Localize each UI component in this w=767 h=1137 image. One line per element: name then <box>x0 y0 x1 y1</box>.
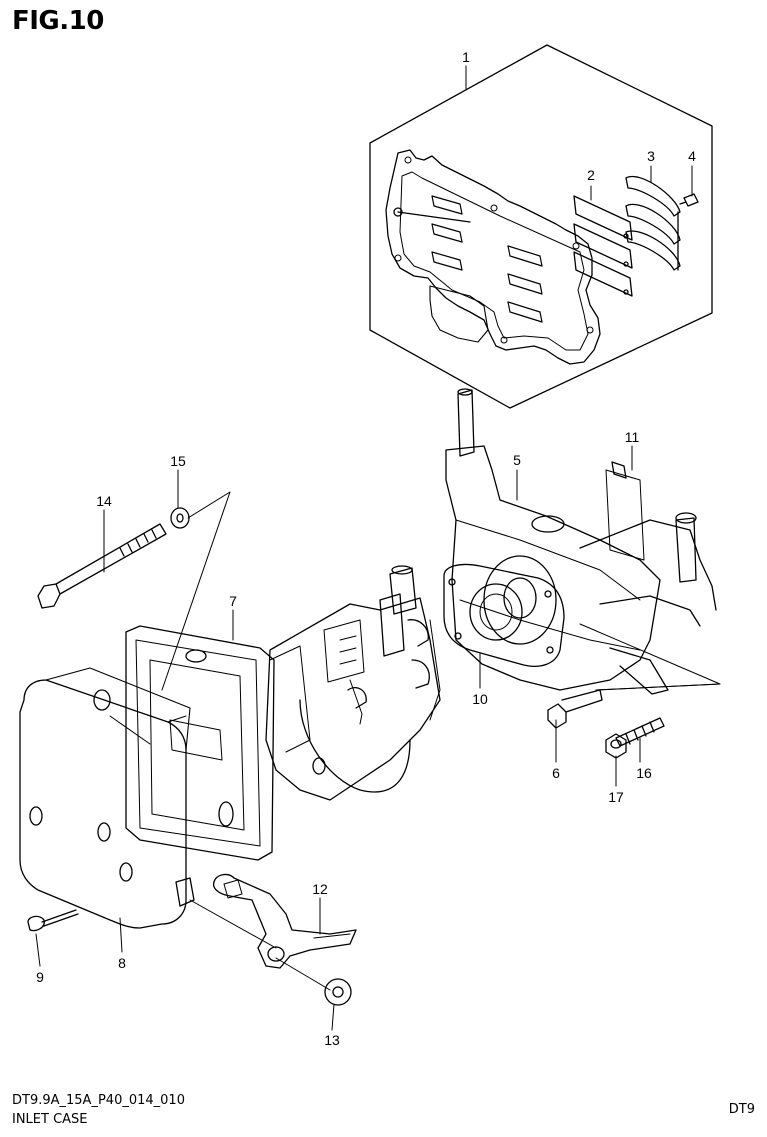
screw-part-9 <box>27 909 79 932</box>
gasket-part-7 <box>125 625 311 861</box>
callout-6: 6 <box>552 765 560 781</box>
screw-part-4 <box>679 193 699 207</box>
callout-labels: 1 2 3 4 5 6 7 8 9 10 11 12 13 14 15 16 1… <box>36 49 696 1048</box>
reed-valve-strips <box>573 195 633 297</box>
callout-4: 4 <box>688 148 696 164</box>
figure-title: FIG.10 <box>12 6 104 36</box>
inlet-case <box>445 388 721 695</box>
callout-16: 16 <box>636 765 652 781</box>
reed-plate <box>385 149 601 365</box>
bolt-part-14 <box>37 523 167 609</box>
figure-code: DT9.9A_15A_P40_014_010 <box>12 1093 185 1108</box>
washer-part-13 <box>324 978 352 1006</box>
throttle-lever <box>212 873 357 969</box>
nut-part-17 <box>605 733 627 759</box>
bolt-part-16 <box>615 717 665 747</box>
callout-8: 8 <box>118 955 126 971</box>
bolt-part-6 <box>547 689 603 729</box>
callout-14: 14 <box>96 493 112 509</box>
callout-10: 10 <box>472 691 488 707</box>
callout-2: 2 <box>587 167 595 183</box>
figure-name: INLET CASE <box>12 1112 88 1127</box>
callout-1: 1 <box>462 49 470 65</box>
callout-11: 11 <box>625 429 640 445</box>
reed-valve-kit-frame <box>369 44 713 409</box>
reed-stopper-strips <box>625 175 681 271</box>
callout-5: 5 <box>513 452 521 468</box>
callout-7: 7 <box>229 593 237 609</box>
washer-part-15 <box>170 507 190 529</box>
callout-9: 9 <box>36 969 44 985</box>
callout-13: 13 <box>324 1032 340 1048</box>
callout-12: 12 <box>312 881 328 897</box>
carburetor <box>265 565 441 801</box>
model-code: DT9 <box>728 1102 755 1117</box>
callout-17: 17 <box>608 789 624 805</box>
gasket-part-10 <box>443 563 565 667</box>
leader-lines <box>35 65 721 1031</box>
silencer-case <box>19 667 234 929</box>
callout-15: 15 <box>170 453 186 469</box>
callout-3: 3 <box>647 148 655 164</box>
